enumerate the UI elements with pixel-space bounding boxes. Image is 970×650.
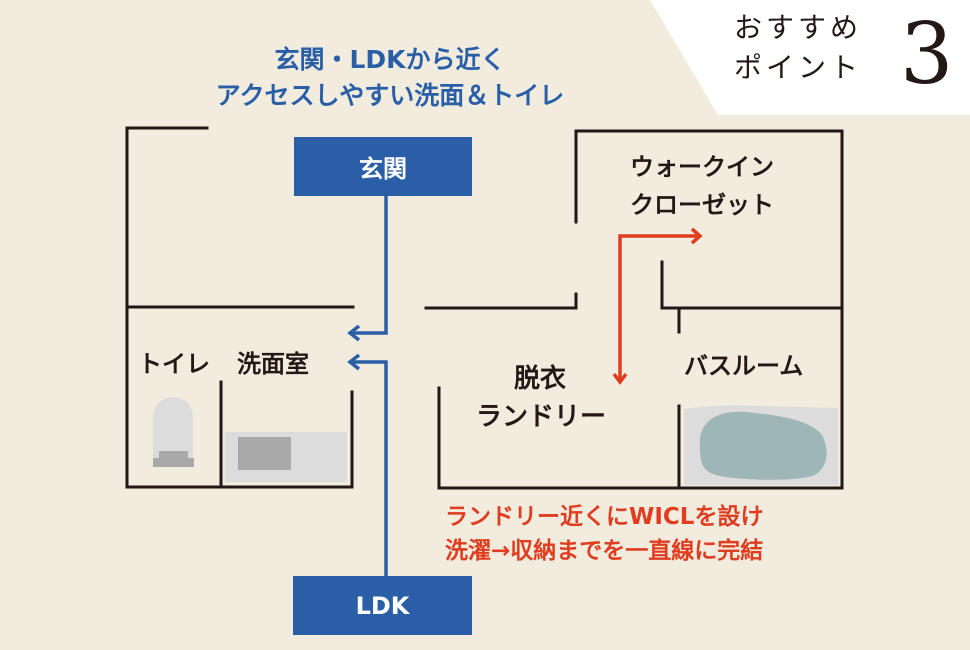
room-label-toilet: トイレ [138, 350, 210, 378]
route-entrance-to-washroom [347, 196, 388, 342]
banner-line2: ポイント [734, 51, 863, 84]
route-laundry-to-wic [612, 227, 703, 385]
room-label-wic: ウォークイン クローゼット [630, 148, 774, 224]
ldk-box: LDK [293, 576, 472, 635]
banner-number: 3 [900, 5, 954, 103]
headline: 玄関・LDKから近く アクセスしやすい洗面＆トイレ [160, 42, 620, 114]
note-line2: 洗濯→収納までを一直線に完結 [445, 538, 764, 564]
room-label-bathroom: バスルーム [684, 352, 804, 380]
washbasin-fixture [225, 432, 347, 482]
note-line1: ランドリー近くにWICLを設け [445, 504, 764, 530]
banner-line1: おすすめ [734, 11, 863, 44]
wall-laundry [437, 386, 844, 490]
banner-label: おすすめ ポイント [734, 8, 862, 88]
room-label-washroom: 洗面室 [237, 350, 309, 378]
headline-line1: 玄関・LDKから近く [274, 45, 506, 74]
wall-upper-left [125, 126, 355, 309]
laundry-line1: 脱衣 [514, 364, 567, 394]
wall-corridor-right [424, 292, 578, 310]
wall-washroom [219, 390, 354, 489]
room-label-laundry: 脱衣 ランドリー [476, 360, 626, 436]
wall-wic-inner [660, 260, 844, 310]
wic-line2: クローゼット [630, 191, 774, 219]
wall-toilet-outer [125, 305, 223, 489]
walls [125, 126, 844, 490]
headline-line2: アクセスしやすい洗面＆トイレ [215, 81, 565, 110]
entrance-box: 玄関 [294, 137, 472, 196]
route-ldk-to-washroom [347, 353, 388, 578]
toilet-fixture [153, 397, 194, 467]
bathtub-fixture [684, 405, 838, 485]
wic-line1: ウォークイン [630, 153, 774, 181]
banner-background [650, 0, 970, 115]
laundry-line2: ランドリー [476, 402, 607, 432]
laundry-note: ランドリー近くにWICLを設け 洗濯→収納までを一直線に完結 [445, 500, 763, 568]
